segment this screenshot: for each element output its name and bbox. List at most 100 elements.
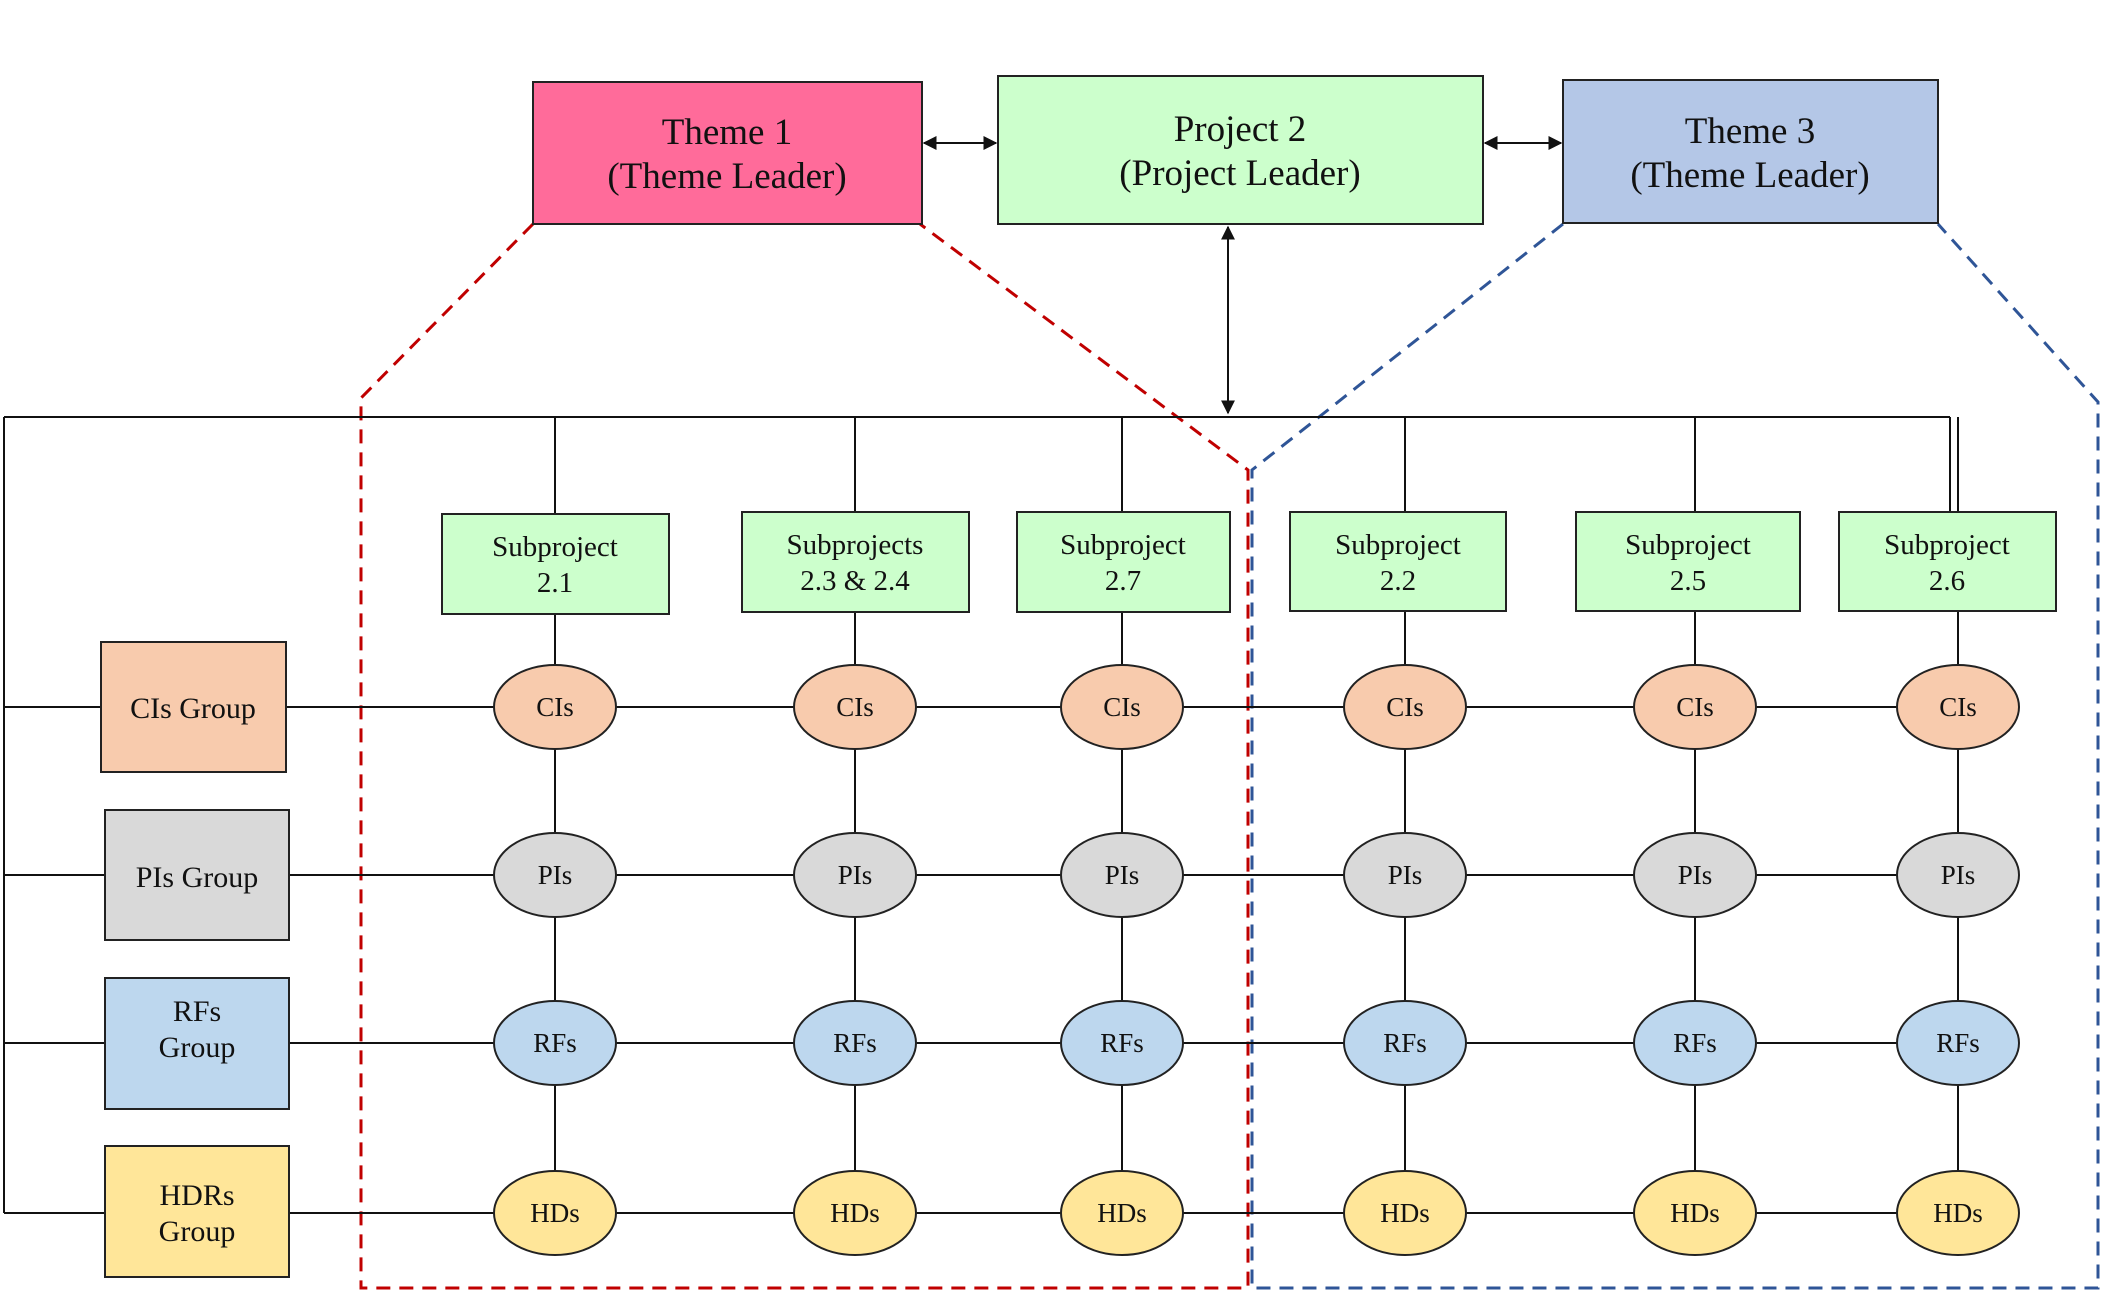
hds-node: HDs xyxy=(1633,1170,1757,1256)
pis-node: PIs xyxy=(793,832,917,918)
cis-group-box: CIs Group xyxy=(100,641,287,773)
rfs-node-ellipse xyxy=(1633,1000,1757,1086)
hds-node-ellipse xyxy=(1896,1170,2020,1256)
pis-node-label: PIs xyxy=(1388,860,1423,890)
cis-node-label: CIs xyxy=(1939,692,1977,722)
rfs-node-label: RFs xyxy=(833,1028,877,1058)
rfs-group-box: RFs Group xyxy=(104,977,290,1110)
project2-role: (Project Leader) xyxy=(1119,153,1360,194)
cis-node: CIs xyxy=(1633,664,1757,750)
hdrs-group-label-line2: Group xyxy=(159,1215,236,1248)
pis-node: PIs xyxy=(1060,832,1184,918)
pis-node: PIs xyxy=(1896,832,2020,918)
hds-node: HDs xyxy=(1896,1170,2020,1256)
rfs-node-ellipse xyxy=(793,1000,917,1086)
rfs-node: RFs xyxy=(1343,1000,1467,1086)
pis-node: PIs xyxy=(1343,832,1467,918)
theme3-role: (Theme Leader) xyxy=(1630,155,1869,196)
cis-node-label: CIs xyxy=(536,692,574,722)
rfs-node: RFs xyxy=(793,1000,917,1086)
cis-node-ellipse xyxy=(1060,664,1184,750)
hds-node-ellipse xyxy=(793,1170,917,1256)
pis-node: PIs xyxy=(1633,832,1757,918)
subproject-2-7-box: Subproject 2.7 xyxy=(1016,511,1231,613)
subproject-2-2-number: 2.2 xyxy=(1380,565,1416,597)
subproject-2-2-box: Subproject 2.2 xyxy=(1289,511,1507,612)
cis-node: CIs xyxy=(793,664,917,750)
subprojects-2-3-2-4-label: Subprojects xyxy=(787,529,924,561)
rfs-node-ellipse xyxy=(493,1000,617,1086)
rfs-group-label-line1: RFs xyxy=(173,995,221,1028)
cis-node-label: CIs xyxy=(836,692,874,722)
hds-node: HDs xyxy=(793,1170,917,1256)
pis-node-ellipse xyxy=(1343,832,1467,918)
cis-node: CIs xyxy=(1343,664,1467,750)
hds-node-label: HDs xyxy=(1933,1198,1983,1228)
pis-node-label: PIs xyxy=(1678,860,1713,890)
rfs-node: RFs xyxy=(1896,1000,2020,1086)
rfs-node-ellipse xyxy=(1343,1000,1467,1086)
theme1-box: Theme 1 (Theme Leader) xyxy=(532,81,923,225)
pis-node-ellipse xyxy=(1633,832,1757,918)
subproject-2-1-box: Subproject 2.1 xyxy=(441,513,670,615)
subproject-2-5-label: Subproject xyxy=(1625,529,1751,561)
theme1-title: Theme 1 xyxy=(662,112,792,153)
subproject-2-5-box: Subproject 2.5 xyxy=(1575,511,1801,612)
hds-node-label: HDs xyxy=(830,1198,880,1228)
hds-node-label: HDs xyxy=(1380,1198,1430,1228)
rfs-node: RFs xyxy=(1060,1000,1184,1086)
pis-node: PIs xyxy=(493,832,617,918)
cis-node-ellipse xyxy=(1896,664,2020,750)
hds-node: HDs xyxy=(1343,1170,1467,1256)
cis-node-ellipse xyxy=(1343,664,1467,750)
hdrs-group-label-line1: HDRs xyxy=(159,1179,234,1212)
hds-node: HDs xyxy=(1060,1170,1184,1256)
rfs-node: RFs xyxy=(493,1000,617,1086)
hds-node-label: HDs xyxy=(1670,1198,1720,1228)
cis-node-ellipse xyxy=(793,664,917,750)
theme3-dashed-boundary xyxy=(1250,222,2100,1290)
hds-node-ellipse xyxy=(1633,1170,1757,1256)
pis-node-ellipse xyxy=(1896,832,2020,918)
subprojects-2-3-2-4-number: 2.3 & 2.4 xyxy=(800,565,910,597)
pis-node-ellipse xyxy=(1060,832,1184,918)
cis-group-label: CIs Group xyxy=(130,692,256,725)
hds-node-ellipse xyxy=(1060,1170,1184,1256)
project2-box: Project 2 (Project Leader) xyxy=(997,75,1484,225)
subproject-2-6-box: Subproject 2.6 xyxy=(1838,511,2057,612)
cis-node-label: CIs xyxy=(1386,692,1424,722)
subproject-2-7-label: Subproject xyxy=(1060,529,1186,561)
hds-node-ellipse xyxy=(1343,1170,1467,1256)
pis-node-ellipse xyxy=(793,832,917,918)
cis-node: CIs xyxy=(1896,664,2020,750)
hds-node-label: HDs xyxy=(530,1198,580,1228)
cis-node-ellipse xyxy=(493,664,617,750)
pis-group-label: PIs Group xyxy=(136,861,259,894)
rfs-group-label-line2: Group xyxy=(159,1031,236,1064)
rfs-node-ellipse xyxy=(1896,1000,2020,1086)
cis-node-ellipse xyxy=(1633,664,1757,750)
rfs-node-label: RFs xyxy=(1100,1028,1144,1058)
rfs-node-ellipse xyxy=(1060,1000,1184,1086)
theme1-role: (Theme Leader) xyxy=(607,156,846,197)
rfs-node: RFs xyxy=(1633,1000,1757,1086)
hds-node: HDs xyxy=(493,1170,617,1256)
rfs-node-label: RFs xyxy=(1383,1028,1427,1058)
theme1-dashed-boundary xyxy=(359,222,1250,1290)
pis-node-label: PIs xyxy=(1105,860,1140,890)
subproject-2-6-number: 2.6 xyxy=(1929,565,1965,597)
rfs-node-label: RFs xyxy=(1673,1028,1717,1058)
cis-node-label: CIs xyxy=(1103,692,1141,722)
rfs-node-label: RFs xyxy=(533,1028,577,1058)
subprojects-2-3-2-4-box: Subprojects 2.3 & 2.4 xyxy=(741,511,970,613)
hds-node-ellipse xyxy=(493,1170,617,1256)
theme3-title: Theme 3 xyxy=(1685,111,1815,152)
subproject-2-5-number: 2.5 xyxy=(1670,565,1706,597)
subproject-2-6-label: Subproject xyxy=(1884,529,2010,561)
subproject-2-7-number: 2.7 xyxy=(1105,565,1141,597)
pis-node-ellipse xyxy=(493,832,617,918)
cis-node-label: CIs xyxy=(1676,692,1714,722)
rfs-node-label: RFs xyxy=(1936,1028,1980,1058)
